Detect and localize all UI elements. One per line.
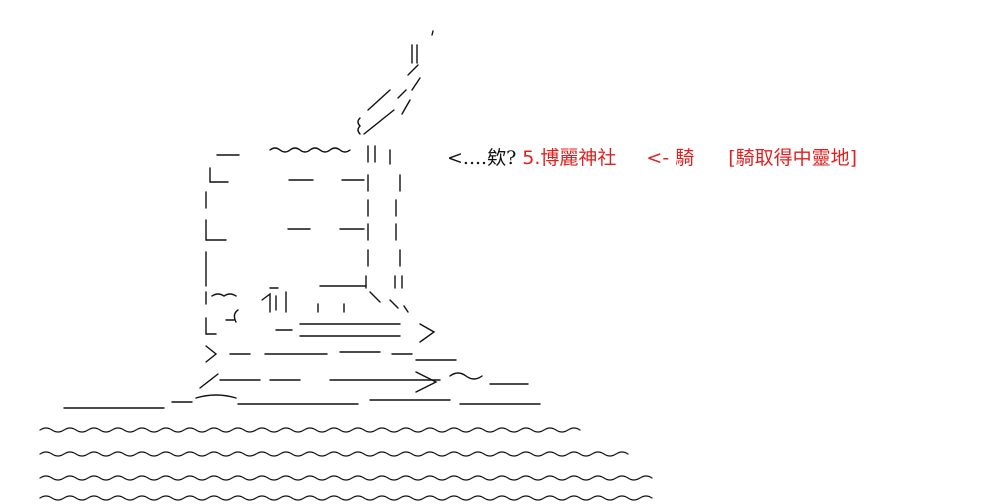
pole-curl xyxy=(357,117,361,135)
caption-location: 5.博麗神社 xyxy=(522,147,617,169)
caption-prefix: <....欸? xyxy=(447,147,517,169)
ground-waves xyxy=(39,427,653,501)
caption-tag: [騎取得中靈地] xyxy=(728,147,858,169)
pole-slash-3 xyxy=(363,109,395,135)
roof-wave xyxy=(269,147,351,153)
caption-line: <....欸? 5.博麗神社 <- 騎 [騎取得中靈地] xyxy=(447,143,857,173)
pole-tip xyxy=(431,30,434,36)
pole-slash-1 xyxy=(407,64,421,91)
pole-slash-2 xyxy=(367,89,411,115)
pole-double-bar xyxy=(411,44,418,64)
caption-arrow: <- 騎 xyxy=(646,147,695,169)
